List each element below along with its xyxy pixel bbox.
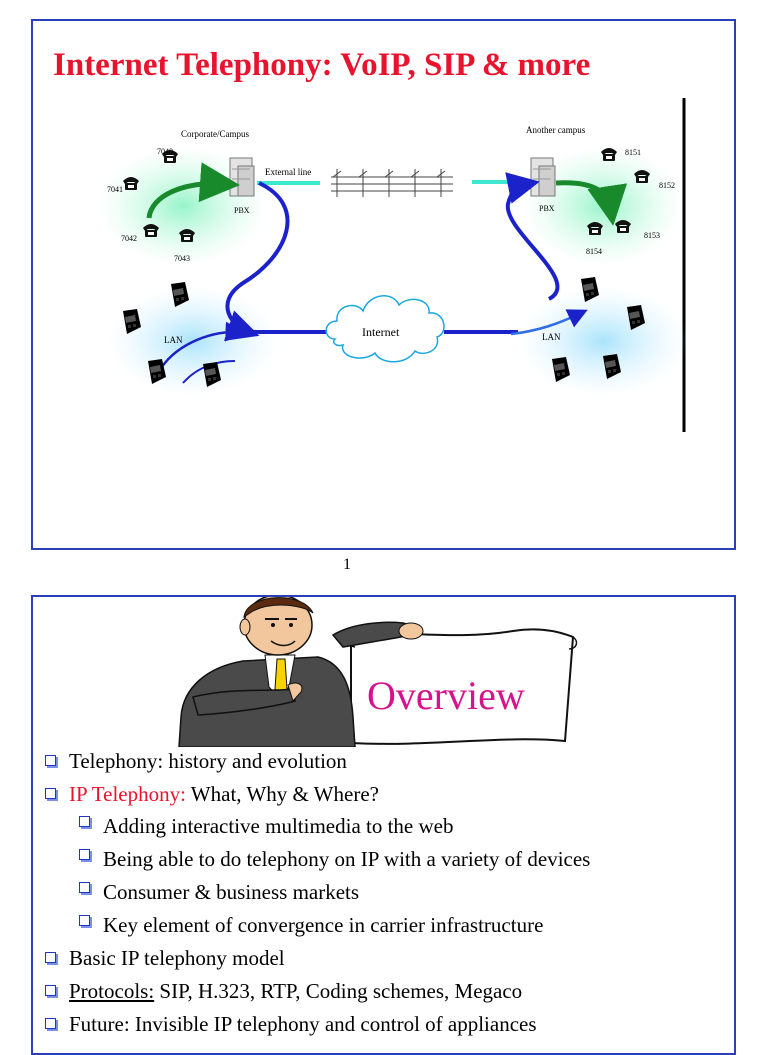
ext-7043: 7043 — [174, 254, 190, 263]
list-item: Being able to do telephony on IP with a … — [43, 843, 590, 876]
overview-illustration: Overview — [33, 597, 738, 747]
ext-7042: 7042 — [121, 234, 137, 243]
page-number: 1 — [343, 556, 351, 574]
corporate-label: Corporate/Campus — [181, 129, 249, 139]
overview-label: Overview — [367, 673, 525, 718]
ext-8153: 8153 — [644, 231, 660, 240]
bullet-text: Telephony: history and evolution — [69, 749, 347, 773]
square-bullet-icon — [45, 985, 56, 996]
pbx-left-icon — [230, 158, 254, 196]
bullet-accent-text: IP Telephony: — [69, 782, 186, 806]
list-item: Basic IP telephony model — [43, 942, 590, 975]
list-item: Future: Invisible IP telephony and contr… — [43, 1008, 590, 1041]
ext-8151: 8151 — [625, 148, 641, 157]
lan-left-label: LAN — [164, 335, 183, 345]
telephone-poles-icon — [331, 169, 453, 197]
bullet-text: SIP, H.323, RTP, Coding schemes, Megaco — [154, 979, 522, 1003]
bullet-text: Key element of convergence in carrier in… — [103, 913, 543, 937]
bullet-text: What, Why & Where? — [186, 782, 379, 806]
square-bullet-icon — [79, 882, 90, 893]
square-bullet-icon — [79, 816, 90, 827]
bullet-text: Adding interactive multimedia to the web — [103, 814, 454, 838]
list-item: Protocols: SIP, H.323, RTP, Coding schem… — [43, 975, 590, 1008]
square-bullet-icon — [45, 788, 56, 799]
overview-bullet-list: Telephony: history and evolution IP Tele… — [43, 745, 590, 1040]
network-diagram: Corporate/Campus Another campus PBX PBX … — [33, 21, 738, 552]
pbx-right-label: PBX — [539, 204, 555, 213]
list-item: Key element of convergence in carrier in… — [43, 909, 590, 942]
square-bullet-icon — [45, 755, 56, 766]
square-bullet-icon — [79, 849, 90, 860]
bullet-underlined-text: Protocols: — [69, 979, 154, 1003]
pbx-left-label: PBX — [234, 206, 250, 215]
square-bullet-icon — [45, 952, 56, 963]
another-campus-label: Another campus — [526, 125, 586, 135]
pbx-right-icon — [531, 158, 555, 196]
square-bullet-icon — [45, 1018, 56, 1029]
lan-right-label: LAN — [542, 332, 561, 342]
bullet-text: Basic IP telephony model — [69, 946, 285, 970]
list-item: Consumer & business markets — [43, 876, 590, 909]
list-item: IP Telephony: What, Why & Where? — [43, 778, 590, 811]
ext-8152: 8152 — [659, 181, 675, 190]
ext-8154: 8154 — [586, 247, 602, 256]
internet-label: Internet — [362, 325, 400, 339]
slide-2: Overview Telephony: history and evolutio… — [31, 595, 736, 1055]
square-bullet-icon — [79, 915, 90, 926]
ext-7041: 7041 — [107, 185, 123, 194]
bullet-text: Being able to do telephony on IP with a … — [103, 847, 590, 871]
list-item: Adding interactive multimedia to the web — [43, 810, 590, 843]
list-item: Telephony: history and evolution — [43, 745, 590, 778]
slide-1: Internet Telephony: VoIP, SIP & more — [31, 19, 736, 550]
external-line-label: External line — [265, 167, 311, 177]
ext-7040: 7040 — [157, 147, 173, 156]
bullet-text: Consumer & business markets — [103, 880, 359, 904]
